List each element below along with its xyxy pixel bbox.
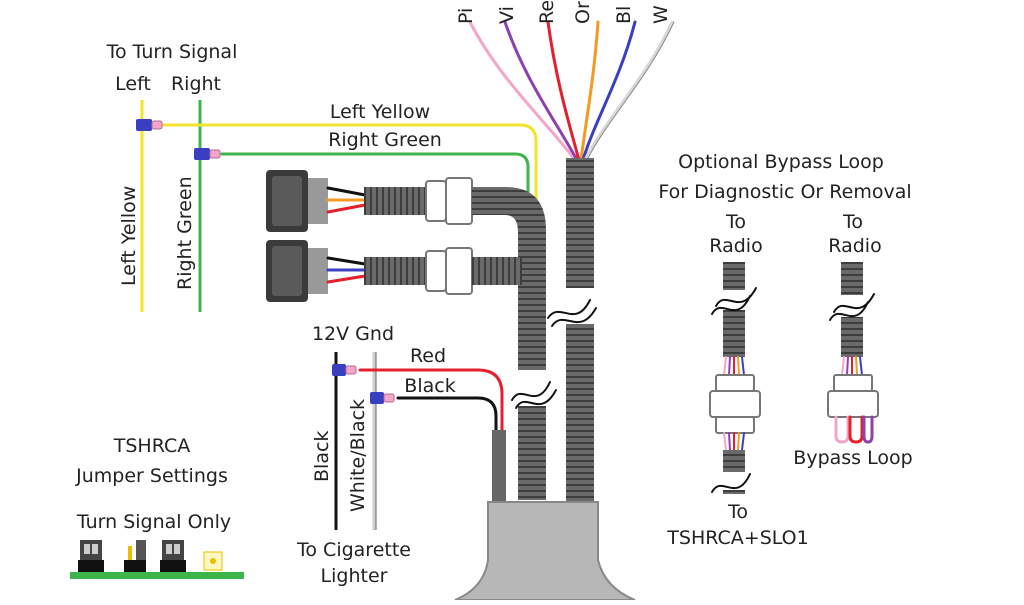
jumper-board	[70, 540, 244, 579]
switch-loom-top-b	[472, 187, 546, 500]
black-wire-label: Black	[404, 375, 455, 397]
bypass-to-label-1: To	[725, 211, 746, 233]
wire-label-orange: Or	[572, 1, 594, 24]
top-wire-labels: Pi Vi Re Or Bl W	[455, 0, 672, 24]
jumper-title-line2: Jumper Settings	[75, 465, 228, 487]
wire-label-blue: Bl	[613, 6, 635, 24]
white-black-vertical-label: White/Black	[347, 399, 369, 512]
switch-connector-top	[425, 177, 473, 225]
bypass-to-label-2: To	[842, 211, 863, 233]
switch-loom-bottom-b	[472, 257, 522, 285]
wire-label-white: W	[650, 5, 672, 24]
jumper-mode-label: Turn Signal Only	[76, 511, 231, 533]
jumper-title-line1: TSHRCA	[113, 435, 190, 457]
gnd-12v-label: 12V Gnd	[312, 323, 394, 345]
tap-connector-black	[370, 392, 395, 404]
module-housing	[454, 501, 636, 601]
switch-loom-bottom-a	[364, 257, 426, 285]
right-green-harness-wire	[220, 152, 530, 207]
power-wire-sleeve	[492, 430, 506, 502]
right-green-wire-label: Right Green	[328, 129, 442, 151]
switch-loom-top-a	[364, 187, 426, 215]
bypass-bottom-to-label: To	[727, 501, 748, 523]
bypass-radio-label-1: Radio	[709, 235, 762, 257]
turn-signal-left-label: Left	[115, 73, 151, 95]
bypass-loop-label: Bypass Loop	[793, 447, 912, 469]
bypass-radio-label-2: Radio	[828, 235, 881, 257]
black-vertical-label: Black	[311, 431, 333, 482]
left-yellow-wire-label: Left Yellow	[330, 101, 430, 123]
wire-label-pink: Pi	[455, 8, 477, 24]
wire-label-violet: Vi	[496, 6, 518, 24]
bypass-title-line2: For Diagnostic Or Removal	[658, 181, 911, 203]
cigarette-lighter-label-line2: Lighter	[321, 565, 388, 587]
tap-connector-right	[194, 148, 221, 160]
top-wire-bundle	[468, 20, 675, 162]
bypass-bottom-dest-label: TSHRCA+SLO1	[666, 527, 808, 549]
left-yellow-vertical-label: Left Yellow	[118, 186, 140, 286]
bypass-loop-plug	[827, 262, 879, 444]
turn-signal-title: To Turn Signal	[106, 41, 238, 63]
bypass-radio-harness-left	[709, 262, 761, 494]
bypass-title-line1: Optional Bypass Loop	[678, 151, 884, 173]
rocker-switch-top	[266, 170, 367, 232]
red-power-wire	[358, 368, 504, 432]
left-yellow-harness-wire	[158, 123, 538, 207]
right-green-vertical-label: Right Green	[174, 176, 196, 290]
tap-connector-left	[136, 119, 163, 131]
cigarette-lighter-label-line1: To Cigarette	[296, 539, 411, 561]
wire-label-red: Re	[536, 0, 558, 24]
tap-connector-red	[332, 364, 357, 376]
main-harness-loom	[566, 158, 594, 503]
red-wire-label: Red	[410, 345, 446, 367]
turn-signal-right-label: Right	[171, 73, 221, 95]
harness-break-marks	[511, 288, 598, 409]
switch-connector-bottom	[425, 247, 473, 295]
black-ground-wire	[396, 396, 498, 432]
rocker-switch-bottom	[266, 240, 367, 302]
